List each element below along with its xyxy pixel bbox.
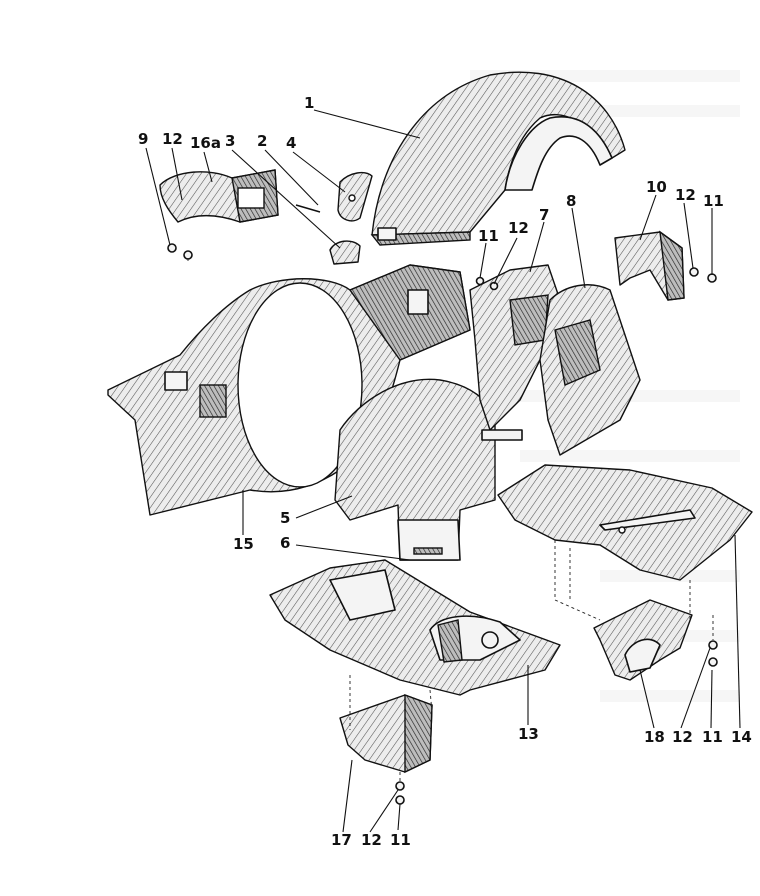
duct-elbow-part xyxy=(159,169,279,223)
cylinder-deflector-part xyxy=(334,378,496,561)
label-17: 17 xyxy=(331,831,352,849)
label-8: 8 xyxy=(566,192,576,210)
label-12-lower-right: 12 xyxy=(672,728,693,746)
label-12-topleft: 12 xyxy=(162,130,183,148)
label-14: 14 xyxy=(731,728,752,746)
label-13: 13 xyxy=(518,725,539,743)
leader-lines xyxy=(145,109,741,833)
lower-left-deflector-part xyxy=(339,693,433,774)
screw-washer-bottom xyxy=(395,781,405,805)
label-12-right: 12 xyxy=(675,186,696,204)
label-11-center: 11 xyxy=(478,227,499,245)
lower-right-deflector-part xyxy=(593,599,693,681)
label-5: 5 xyxy=(280,509,290,527)
label-6: 6 xyxy=(280,534,290,552)
label-1: 1 xyxy=(304,94,314,112)
label-2: 2 xyxy=(257,132,267,150)
center-duct-part xyxy=(469,264,641,456)
label-10: 10 xyxy=(646,178,667,196)
screw-washer-topleft xyxy=(167,243,193,260)
large-lower-plate-part xyxy=(269,559,561,696)
fan-shroud-part xyxy=(370,71,626,246)
label-11-lower-right: 11 xyxy=(702,728,723,746)
bracket-part xyxy=(337,171,373,222)
label-9: 9 xyxy=(138,130,148,148)
cylinder-shroud-part xyxy=(107,264,471,516)
label-12-center: 12 xyxy=(508,219,529,237)
label-18: 18 xyxy=(644,728,665,746)
callout-labels: 1 2 3 4 5 6 7 8 9 10 11 11 11 11 12 12 1… xyxy=(138,94,752,849)
clip-part xyxy=(295,204,361,265)
right-lower-plate-part xyxy=(497,464,753,581)
label-4: 4 xyxy=(286,134,296,152)
screw-washer-lower-right xyxy=(708,640,718,667)
small-deflector-part xyxy=(614,230,685,301)
label-15: 15 xyxy=(233,535,254,553)
label-3: 3 xyxy=(225,132,235,150)
label-7: 7 xyxy=(539,206,549,224)
assembly-guide-lines xyxy=(187,258,714,784)
screw-washer-right xyxy=(689,267,717,283)
label-11-right: 11 xyxy=(703,192,724,210)
label-16a: 16a xyxy=(190,134,221,152)
label-11-bottom: 11 xyxy=(390,831,411,849)
label-12-bottom: 12 xyxy=(361,831,382,849)
